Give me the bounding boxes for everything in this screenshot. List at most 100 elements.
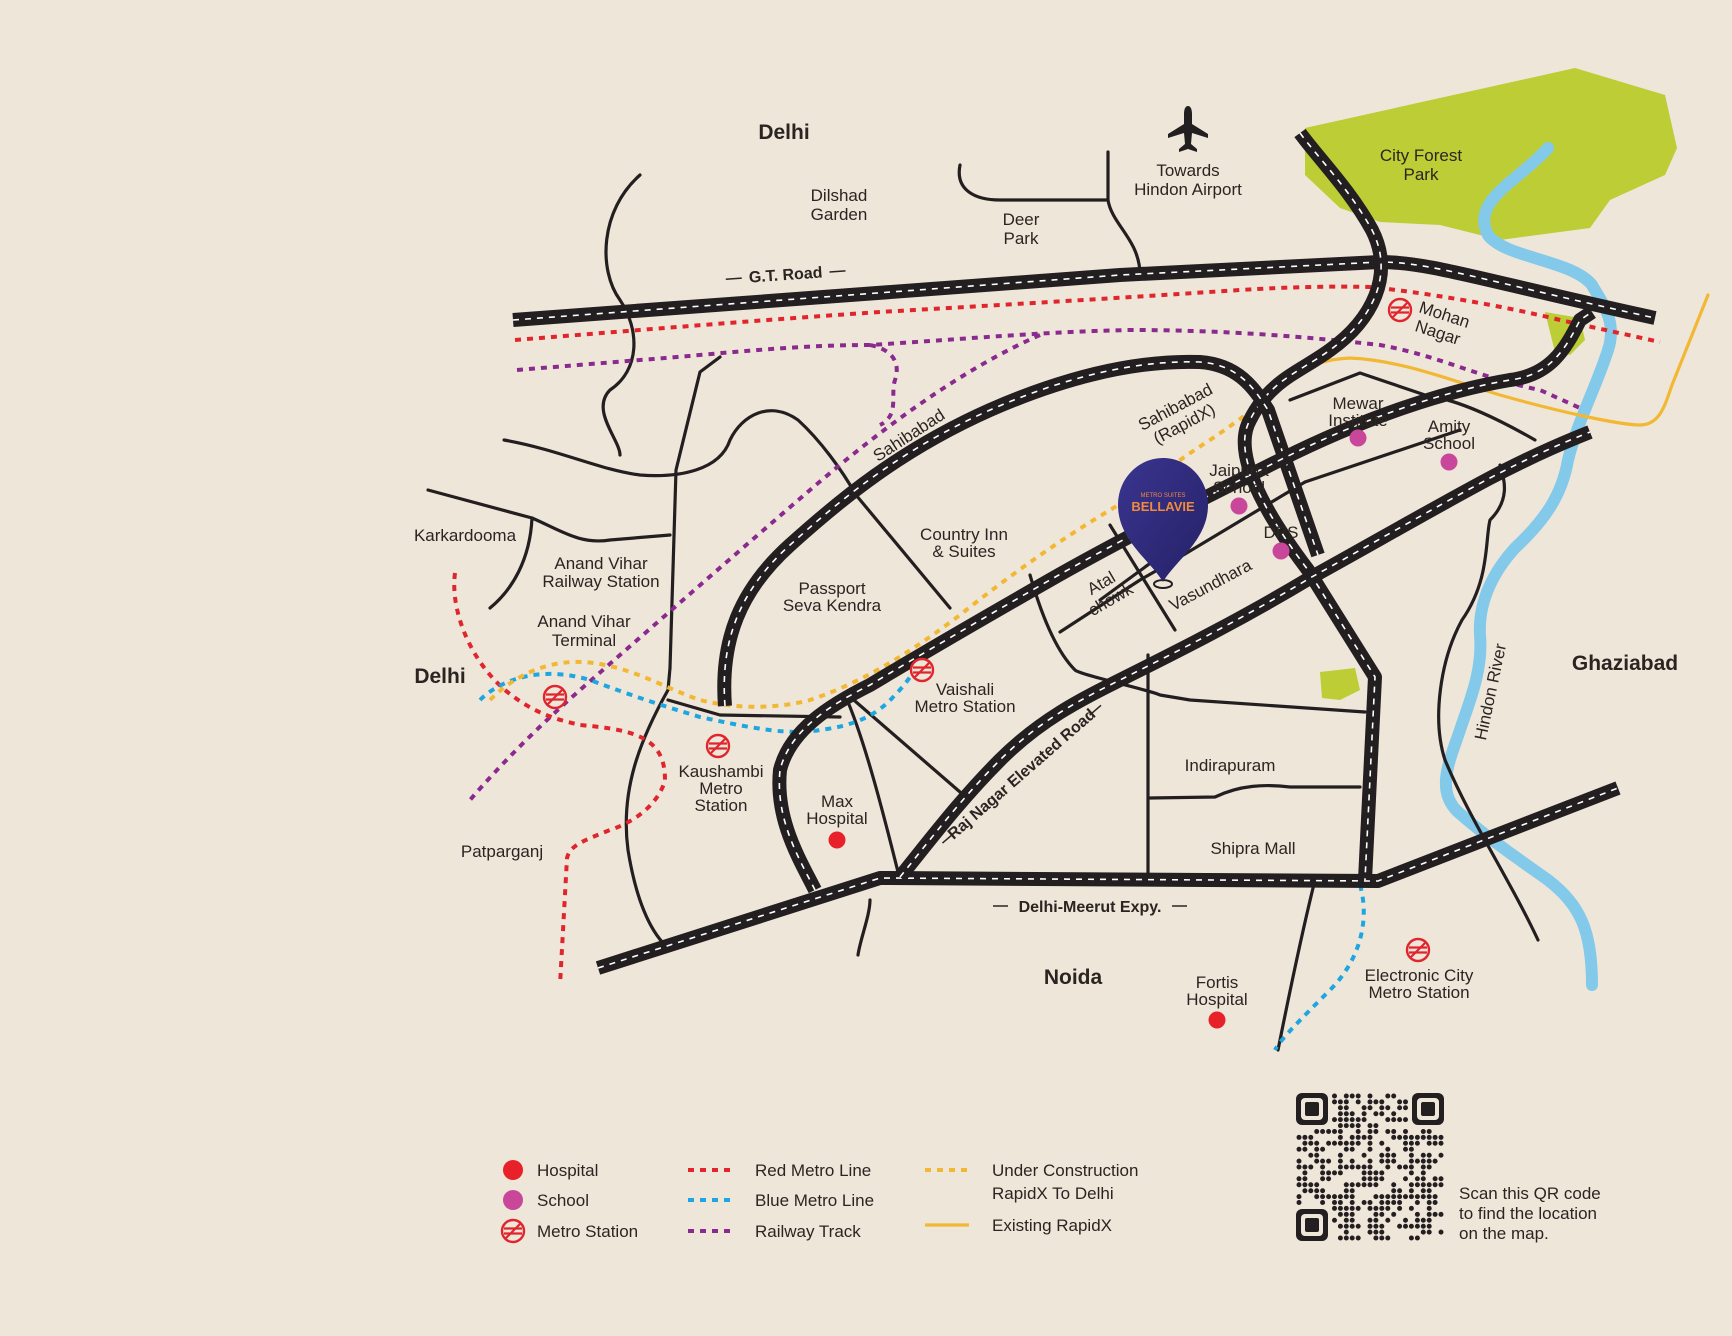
qr-module [1426, 1188, 1432, 1194]
qr-module [1349, 1134, 1355, 1140]
svg-text:Delhi-Meerut Expy.: Delhi-Meerut Expy. [1019, 899, 1162, 916]
qr-module [1326, 1140, 1332, 1146]
qr-module [1385, 1200, 1391, 1205]
label-shipra-mall: Shipra Mall [1210, 839, 1295, 858]
qr-module [1349, 1164, 1355, 1170]
region-label-noida: Noida [1044, 966, 1103, 989]
qr-module [1408, 1223, 1414, 1229]
qr-module [1308, 1140, 1314, 1146]
qr-module [1296, 1158, 1302, 1164]
label-mewar-1: Mewar [1332, 394, 1383, 413]
qr-module [1438, 1211, 1444, 1217]
qr-module [1408, 1152, 1414, 1158]
qr-module [1432, 1211, 1438, 1217]
school-dot-dps [1272, 542, 1290, 560]
qr-module [1385, 1235, 1391, 1241]
airplane-icon [1168, 106, 1208, 152]
qr-module [1343, 1140, 1349, 1146]
qr-module [1408, 1182, 1414, 1188]
qr-module [1355, 1134, 1361, 1140]
label-passport-2: Seva Kendra [783, 596, 882, 615]
qr-module [1379, 1152, 1385, 1158]
qr-module [1426, 1152, 1432, 1158]
qr-module [1397, 1134, 1403, 1140]
qr-module [1349, 1205, 1355, 1211]
qr-module [1308, 1134, 1314, 1140]
legend-metro-station-icon [500, 1218, 526, 1244]
legend-uc-rapidx-label-1: Under Construction [992, 1161, 1138, 1180]
qr-module [1426, 1129, 1432, 1134]
qr-module [1343, 1105, 1349, 1111]
qr-module [1302, 1140, 1308, 1146]
qr-module [1320, 1158, 1326, 1164]
qr-module [1403, 1164, 1408, 1170]
qr-module [1438, 1229, 1444, 1235]
label-passport-1: Passport [798, 579, 865, 598]
qr-module [1385, 1152, 1391, 1158]
qr-module [1373, 1194, 1379, 1200]
qr-module [1337, 1111, 1343, 1117]
qr-module [1367, 1170, 1373, 1176]
location-pin[interactable]: METRO SUITES BELLAVIE [1118, 458, 1208, 589]
qr-module [1432, 1200, 1438, 1205]
qr-module [1326, 1129, 1332, 1134]
label-city-forest-1: City Forest [1380, 146, 1462, 165]
qr-code[interactable] [1296, 1093, 1444, 1241]
label-city-forest-2: Park [1404, 165, 1439, 184]
qr-module [1408, 1170, 1414, 1176]
qr-module [1438, 1182, 1444, 1188]
qr-module [1337, 1099, 1343, 1105]
pin-brand: BELLAVIE [1131, 499, 1195, 514]
qr-module [1355, 1223, 1361, 1229]
qr-module [1314, 1158, 1320, 1164]
qr-module [1296, 1200, 1302, 1205]
qr-module [1332, 1140, 1337, 1146]
qr-module [1332, 1194, 1337, 1200]
qr-module [1379, 1223, 1385, 1229]
hindon-river [1439, 142, 1617, 991]
qr-module [1420, 1188, 1426, 1194]
city-forest-park [1305, 68, 1677, 240]
road-label-delhi-meerut: Delhi-Meerut Expy. [993, 899, 1187, 916]
qr-module [1426, 1229, 1432, 1235]
qr-module [1432, 1158, 1438, 1164]
label-deer-park-2: Park [1004, 229, 1039, 248]
qr-module [1302, 1170, 1308, 1176]
label-country-inn-2: & Suites [932, 542, 995, 561]
qr-module [1343, 1229, 1349, 1235]
qr-caption-line-1: Scan this QR code [1459, 1184, 1601, 1203]
label-patparganj: Patparganj [461, 842, 543, 861]
qr-module [1332, 1205, 1337, 1211]
label-country-inn-1: Country Inn [920, 525, 1008, 544]
qr-module [1391, 1117, 1397, 1123]
qr-module [1426, 1140, 1432, 1146]
qr-module [1420, 1182, 1426, 1188]
svg-text:Vasundhara: Vasundhara [1166, 555, 1255, 614]
qr-module [1391, 1211, 1397, 1217]
qr-module [1373, 1205, 1379, 1211]
qr-module [1302, 1188, 1308, 1194]
qr-caption-line-2: to find the location [1459, 1204, 1597, 1223]
qr-module [1432, 1194, 1438, 1200]
qr-module [1349, 1223, 1355, 1229]
svg-text:G.T. Road: G.T. Road [748, 264, 823, 286]
qr-module [1420, 1134, 1426, 1140]
qr-module [1332, 1099, 1337, 1105]
qr-module [1343, 1188, 1349, 1194]
label-towards-1: Towards [1156, 161, 1219, 180]
qr-module [1349, 1211, 1355, 1217]
qr-module [1397, 1164, 1403, 1170]
qr-module [1432, 1134, 1438, 1140]
label-anand-terminal-2: Terminal [552, 631, 616, 650]
qr-module [1373, 1111, 1379, 1117]
qr-module [1426, 1194, 1432, 1200]
region-label-delhi-north: Delhi [758, 121, 809, 144]
qr-module [1420, 1217, 1426, 1223]
qr-module [1361, 1117, 1367, 1123]
qr-module [1426, 1200, 1432, 1205]
qr-module [1349, 1140, 1355, 1146]
qr-module [1379, 1170, 1385, 1176]
qr-module [1391, 1093, 1397, 1099]
qr-module [1385, 1164, 1391, 1170]
legend: Hospital School Metro Station Red Metro … [500, 1160, 1138, 1244]
